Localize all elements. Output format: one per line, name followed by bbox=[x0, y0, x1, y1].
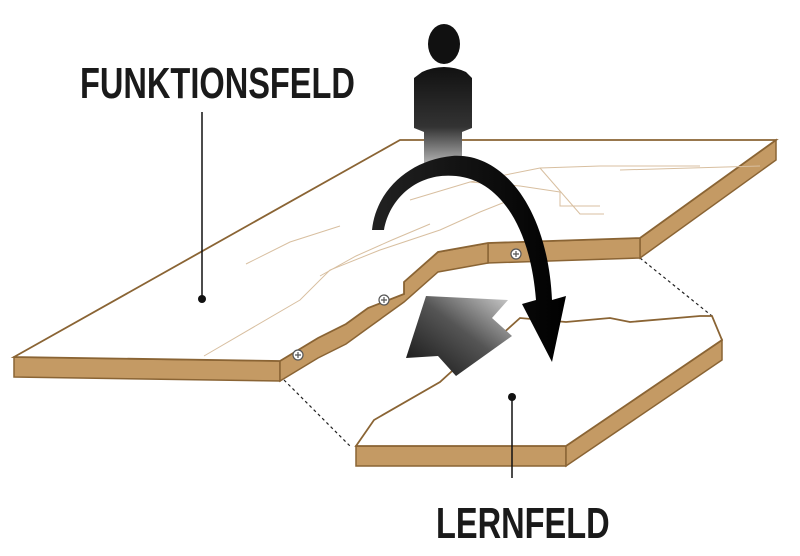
connector-icon bbox=[292, 349, 304, 361]
person-icon bbox=[414, 24, 472, 176]
connector-icon bbox=[378, 294, 390, 306]
up-arrow-icon bbox=[406, 296, 512, 376]
curved-arrow-icon bbox=[372, 155, 566, 362]
lernfeld-label: LERNFELD bbox=[436, 499, 610, 548]
funktionsfeld-dot bbox=[198, 295, 206, 303]
lern-edge-front bbox=[355, 445, 567, 467]
connector-icon bbox=[510, 248, 522, 260]
room-outlines bbox=[203, 165, 761, 357]
funktionsfeld-label: FUNKTIONSFELD bbox=[80, 59, 355, 108]
lernfeld-dot bbox=[508, 393, 516, 401]
lern-face bbox=[354, 315, 724, 447]
lernfeld-board bbox=[354, 315, 724, 478]
board-face bbox=[10, 139, 779, 362]
